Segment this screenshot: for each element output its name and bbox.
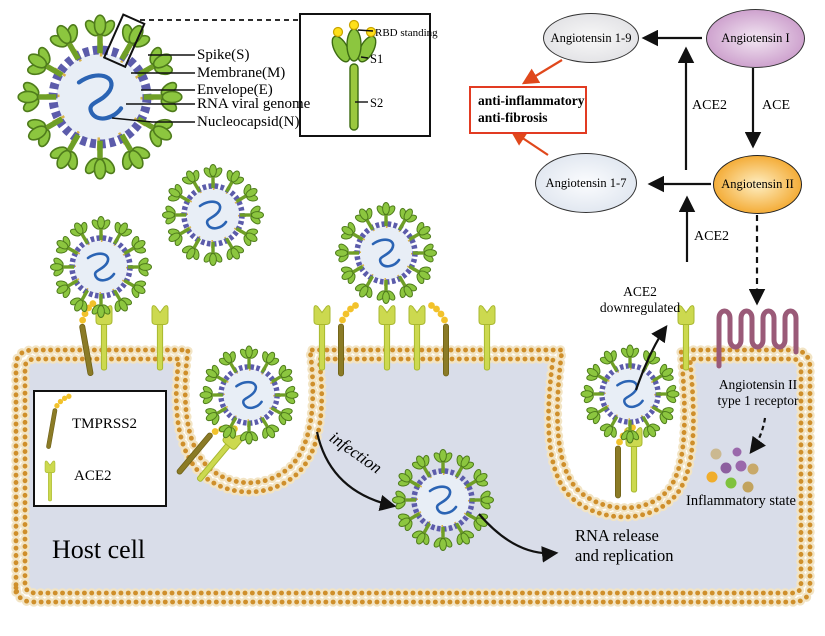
receptor-legend-box bbox=[33, 390, 167, 507]
ace2-receptor bbox=[408, 305, 426, 371]
inflammatory-dots bbox=[706, 447, 759, 493]
rna-release-label: RNA release and replication bbox=[575, 526, 674, 565]
ace2-receptor bbox=[625, 427, 643, 493]
rbd-dot bbox=[332, 26, 344, 38]
membrane-label: Membrane(M) bbox=[197, 65, 286, 81]
ace2-icon bbox=[44, 460, 56, 502]
ace2-receptor bbox=[313, 305, 331, 371]
rbd-dot bbox=[348, 19, 360, 31]
membrane-receptors bbox=[74, 299, 695, 499]
anti-inflammatory-box: anti-inflammatory anti-fibrosis bbox=[469, 86, 587, 134]
ace2-receptor bbox=[378, 305, 396, 371]
s2-label: S2 bbox=[370, 96, 384, 110]
spike-label: Spike(S) bbox=[197, 47, 250, 63]
angiotensin-1-7-node: Angiotensin 1-7 bbox=[535, 153, 637, 213]
tmprss2-icon bbox=[45, 390, 73, 452]
ace2-upper-label: ACE2 bbox=[692, 98, 727, 113]
host-cell-label: Host cell bbox=[52, 535, 146, 564]
anti-box-line2: anti-fibrosis bbox=[478, 110, 548, 125]
tmprss2-receptor bbox=[175, 414, 240, 486]
tmprss2-receptor bbox=[614, 423, 637, 499]
ace2-downregulated-label: ACE2 downregulated bbox=[599, 284, 681, 315]
tmprss2-receptor bbox=[337, 301, 360, 377]
ace2-receptor bbox=[151, 305, 169, 371]
virus-binding bbox=[51, 217, 152, 318]
at1-receptor-label: Angiotensin II type 1 receptor bbox=[717, 377, 799, 408]
inflammatory-state-label: Inflammatory state bbox=[686, 493, 796, 509]
ace2-lower-label: ACE2 bbox=[694, 229, 729, 244]
ace-label: ACE bbox=[762, 98, 790, 113]
ace2-receptor bbox=[191, 425, 247, 487]
virus-endocytosis bbox=[200, 346, 298, 444]
virus-labeled bbox=[18, 15, 182, 179]
envelope-label: Envelope(E) bbox=[197, 82, 273, 98]
rna-genome-label: RNA viral genome bbox=[197, 96, 311, 112]
rbd-standing-label: RBD standing bbox=[375, 27, 438, 39]
spike-s2-stalk bbox=[349, 63, 359, 131]
angiotensin-II-node: Angiotensin II bbox=[713, 155, 802, 214]
virus-endocytosis bbox=[581, 345, 679, 443]
tmprss2-receptor bbox=[427, 301, 450, 377]
virus-intracellular bbox=[393, 450, 494, 551]
spike-s1-head bbox=[346, 28, 362, 62]
host-cell-membrane bbox=[11, 345, 815, 607]
virus-free bbox=[336, 203, 437, 304]
virus-free bbox=[163, 165, 264, 266]
legend-ace2-label: ACE2 bbox=[74, 468, 112, 484]
nucleocapsid-label: Nucleocapsid(N) bbox=[197, 114, 300, 130]
anti-box-line1: anti-inflammatory bbox=[478, 93, 585, 108]
ace2-receptor bbox=[478, 305, 496, 371]
angiotensin-I-node: Angiotensin I bbox=[706, 9, 805, 68]
ace2-receptor bbox=[95, 305, 113, 371]
infection-label: infection bbox=[325, 427, 386, 478]
legend-tmprss2-label: TMPRSS2 bbox=[72, 416, 138, 432]
at1-receptor-icon bbox=[716, 308, 799, 369]
angiotensin-1-9-node: Angiotensin 1-9 bbox=[543, 13, 639, 63]
s1-label: S1 bbox=[370, 52, 384, 66]
tmprss2-receptor bbox=[74, 299, 109, 377]
